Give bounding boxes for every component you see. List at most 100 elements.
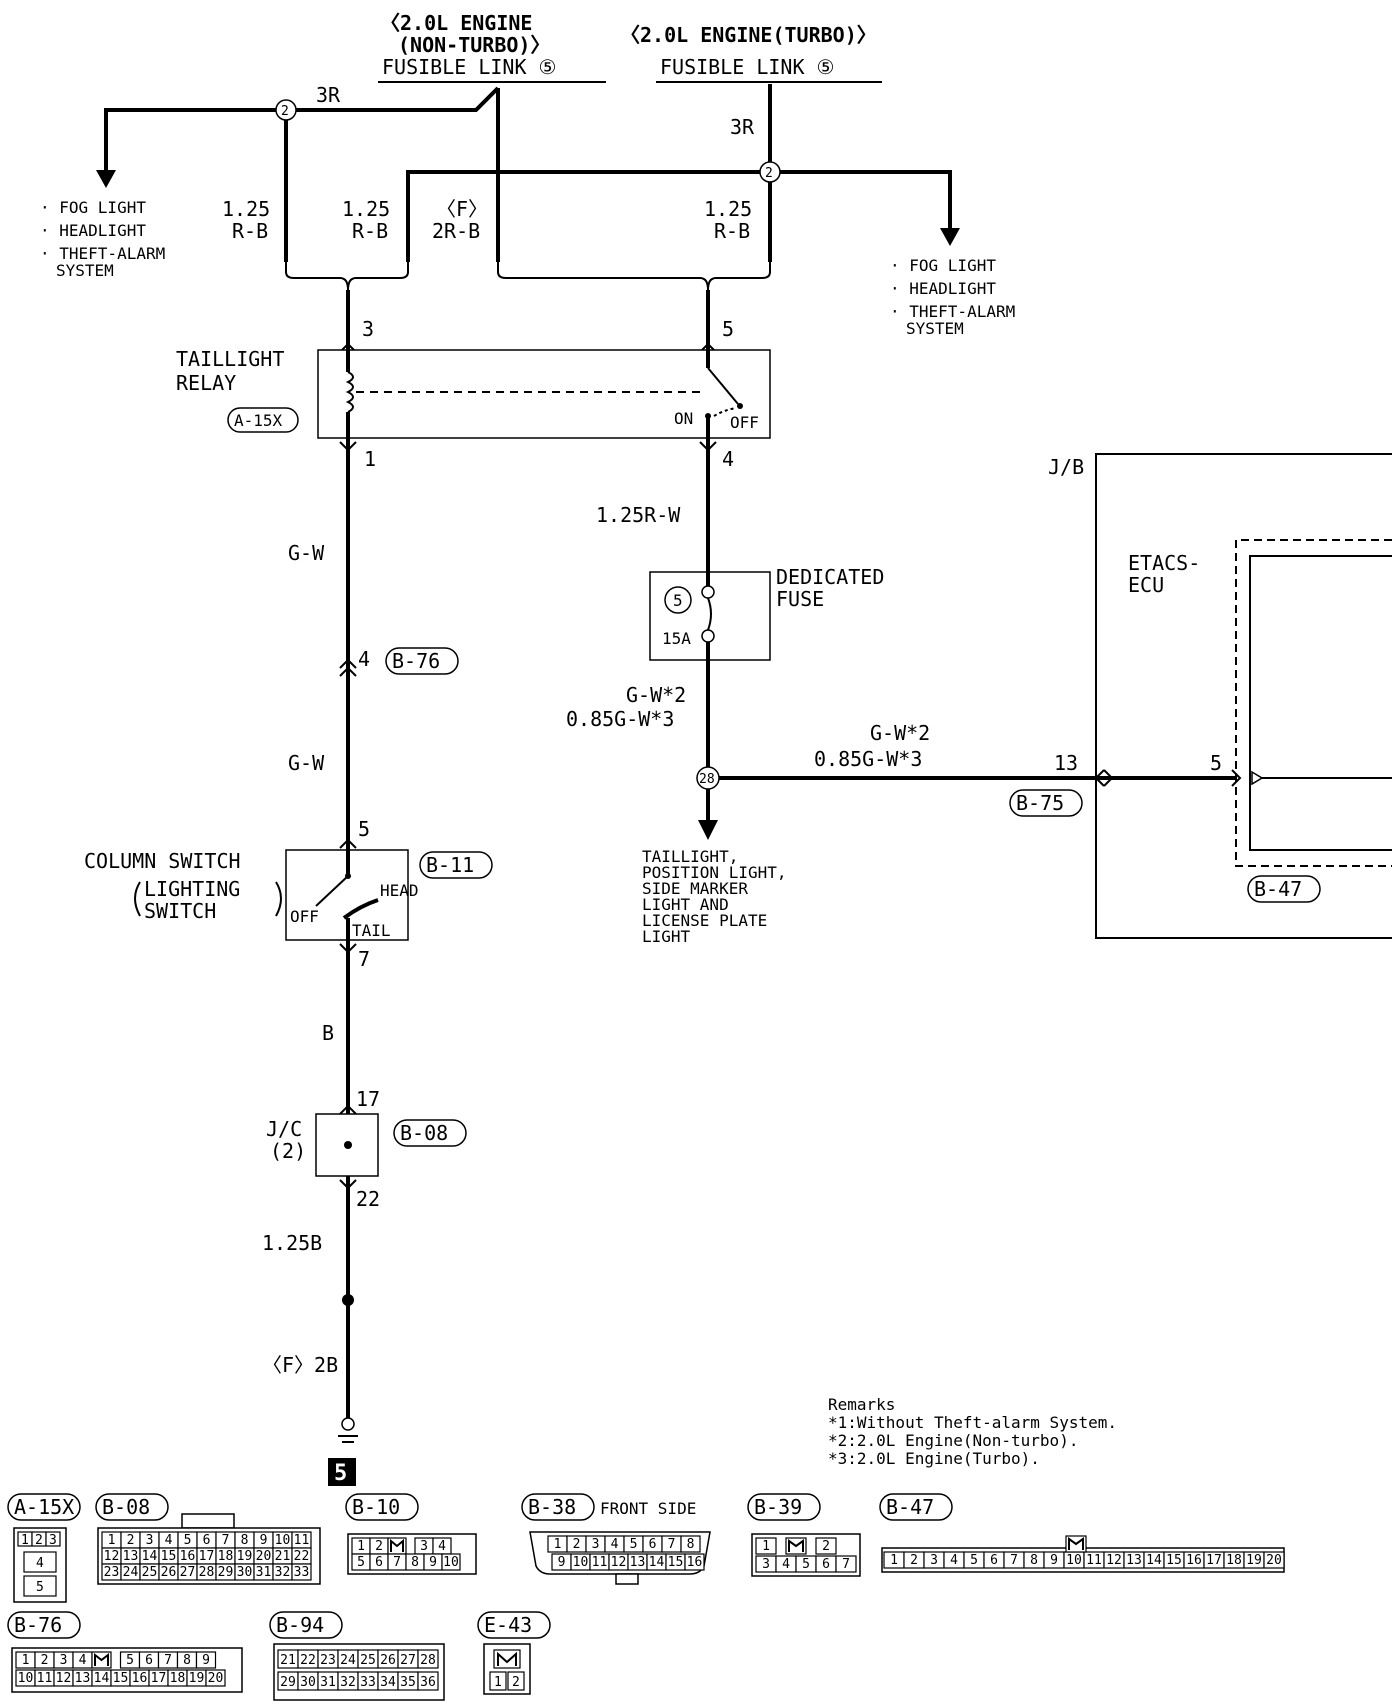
b94-pin: 29	[280, 1675, 296, 1690]
b94-pin: 34	[380, 1675, 396, 1690]
e43-cell	[489, 1671, 507, 1691]
column-switch-connector: B-11	[426, 853, 474, 877]
b38-pin: 2	[573, 1537, 581, 1552]
inline-splice	[342, 1294, 354, 1306]
b94-pin: 36	[420, 1675, 436, 1690]
left-branch: G-W 4 B-76 G-W 5	[288, 438, 459, 850]
b10-cell	[441, 1553, 461, 1571]
right-branch: 1.25R-W 5 15A DEDICATED FUSE G-W*2 0.85G…	[566, 438, 1105, 840]
b08-pin: 1	[108, 1533, 116, 1548]
b10-label: B-10	[352, 1495, 400, 1519]
a15x-pin: 1	[21, 1533, 29, 1548]
b47-pin: 10	[1066, 1553, 1082, 1568]
jc-name-1: J/C	[266, 1117, 302, 1141]
b10-pin: 2	[375, 1539, 383, 1554]
fuse-name-1: DEDICATED	[776, 565, 884, 589]
b94-pin: 26	[380, 1653, 396, 1668]
wire-label-rb3-color: R-B	[714, 219, 750, 243]
header-nonturbo: 〈2.0L ENGINE (NON-TURBO)〉 FUSIBLE LINK ⑤	[378, 11, 606, 83]
b08-cell	[291, 1563, 312, 1581]
b38-pin: 1	[554, 1537, 562, 1552]
b08-pin: 30	[237, 1565, 253, 1580]
b94-badge	[269, 1611, 343, 1639]
loads-right: · FOG LIGHT · HEADLIGHT · THEFT-ALARM SY…	[890, 256, 1015, 338]
b94-pin: 22	[300, 1653, 316, 1668]
b08-pin: 23	[104, 1565, 120, 1580]
b76-pin: 18	[170, 1671, 186, 1686]
wire-label-f2b: 〈F〉2B	[262, 1353, 338, 1377]
column-switch-name-3: SWITCH	[144, 899, 216, 923]
b38-pin: 10	[573, 1555, 589, 1570]
b94-cell	[417, 1649, 439, 1669]
b47-pin: 3	[930, 1553, 938, 1568]
load-right-1: · FOG LIGHT	[890, 256, 996, 275]
b08-pin: 11	[294, 1533, 310, 1548]
wire-label-gw-upper: G-W	[288, 541, 325, 565]
wire-label-rb1-color: R-B	[232, 219, 268, 243]
taillight-relay: 3 5 TAILLIGHT RELAY A-15X ON OFF 1 4	[176, 290, 771, 471]
b47-pin: 19	[1246, 1553, 1262, 1568]
b76-cell	[205, 1669, 226, 1687]
ecu-input-triangle	[1251, 770, 1264, 786]
b94-cell	[417, 1671, 439, 1691]
b47-pin: 15	[1166, 1553, 1182, 1568]
column-switch: COLUMN SWITCH LIGHTING SWITCH B-11 HEAD …	[84, 849, 493, 971]
b08-latch	[181, 1513, 235, 1529]
b08-pin: 24	[123, 1565, 139, 1580]
b38-pin: 14	[649, 1555, 665, 1570]
b11-badge	[419, 851, 493, 879]
b08-pin: 20	[256, 1549, 272, 1564]
b47-pin: 11	[1086, 1553, 1102, 1568]
b47-pin: 8	[1030, 1553, 1038, 1568]
b39-cell	[755, 1537, 777, 1555]
b94-pin: 25	[360, 1653, 376, 1668]
b76-pin: 14	[94, 1671, 110, 1686]
junction-block: J/B ETACS- ECU 5 B-47	[1048, 453, 1392, 939]
wire-label-f: 〈F〉	[436, 197, 488, 221]
wire-label-3r-left: 3R	[316, 83, 341, 107]
b08-pin: 10	[275, 1533, 291, 1548]
b39-pin: 2	[822, 1539, 830, 1554]
connector-arrow	[339, 658, 357, 669]
wire-label-rb3-size: 1.25	[704, 197, 752, 221]
jb-label: J/B	[1048, 455, 1084, 479]
b10-pin: 9	[429, 1555, 437, 1570]
a15x-pin: 5	[36, 1580, 44, 1595]
b94-pin: 27	[400, 1653, 416, 1668]
b38-pin: 13	[630, 1555, 646, 1570]
ecu-pin-5: 5	[1210, 751, 1222, 775]
ecu-connector: B-47	[1254, 877, 1302, 901]
pin-arrow	[339, 838, 357, 849]
joint-connector: B 17 J/C (2) B-08 22 1.25B 〈F〉2B 5	[262, 940, 467, 1486]
b39-pin: 3	[762, 1557, 770, 1572]
a15x-cell	[23, 1551, 57, 1573]
taillight-load-6: LIGHT	[642, 927, 691, 946]
bracket-left	[285, 262, 409, 291]
b08-pin: 14	[142, 1549, 158, 1564]
header-nonturbo-line1: 〈2.0L ENGINE	[380, 11, 532, 35]
taillight-loads: TAILLIGHT, POSITION LIGHT, SIDE MARKER L…	[642, 847, 787, 946]
b94-pin: 23	[320, 1653, 336, 1668]
header-turbo: 〈2.0L ENGINE(TURBO)〉 FUSIBLE LINK ⑤	[620, 23, 882, 83]
paren-left	[134, 881, 141, 917]
b08-pin: 3	[146, 1533, 154, 1548]
a15x-cell	[45, 1531, 61, 1547]
relay-contact	[707, 367, 739, 405]
a15x-pin: 2	[35, 1533, 43, 1548]
b10-pin: 6	[375, 1555, 383, 1570]
b94-pin: 30	[300, 1675, 316, 1690]
b08-pin: 32	[275, 1565, 291, 1580]
b47-pin: 16	[1186, 1553, 1202, 1568]
b47-view-label: B-47	[886, 1495, 934, 1519]
b94-pin: 33	[360, 1675, 376, 1690]
wire-label-125b: 1.25B	[262, 1231, 322, 1255]
b10-pin: 4	[438, 1539, 446, 1554]
b38-cell	[680, 1535, 701, 1553]
column-switch-pin-7: 7	[358, 947, 370, 971]
fuse-number-circle	[664, 586, 692, 614]
b08-pin: 17	[199, 1549, 215, 1564]
b94-pin: 31	[320, 1675, 336, 1690]
